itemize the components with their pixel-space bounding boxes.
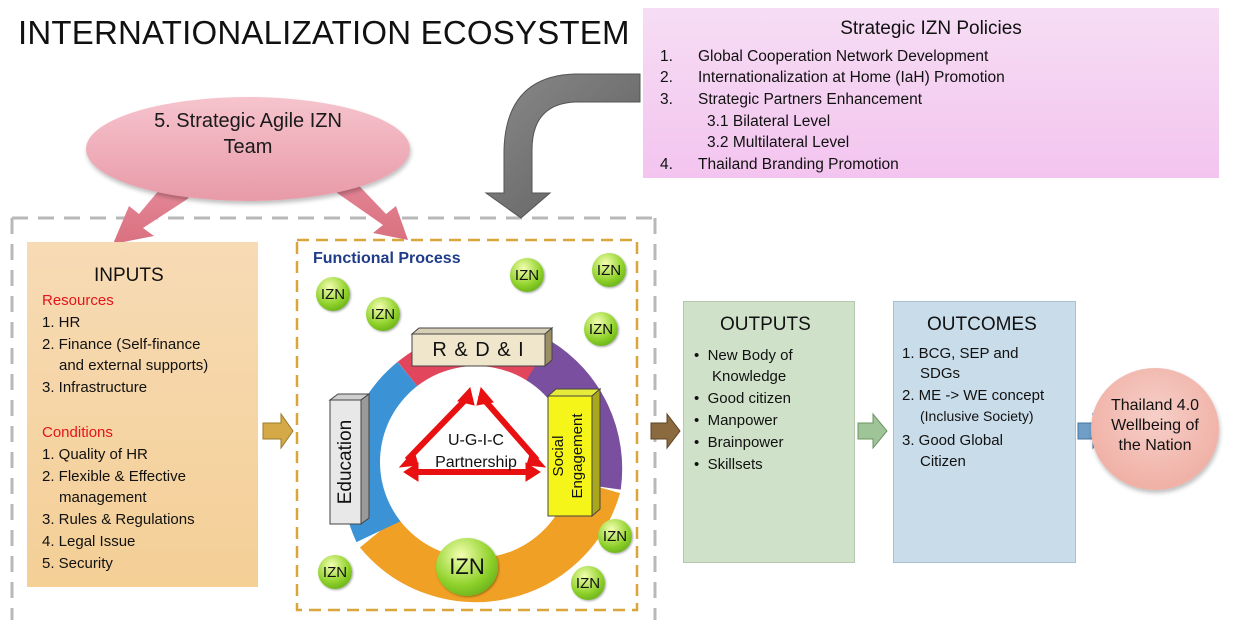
education-label: Education <box>335 419 356 505</box>
policy-subitem: 3.1 Bilateral Level <box>707 113 831 130</box>
outcome-item: (Inclusive Society) <box>920 408 1034 424</box>
output-item: • New Body of <box>694 347 793 364</box>
functional-process-frame <box>295 238 639 612</box>
outcome-item: SDGs <box>920 365 961 382</box>
team-to-inputs-arrow <box>113 183 189 244</box>
condition-item: 4. Legal Issue <box>42 533 136 550</box>
izn-bubble: IZN <box>510 258 544 292</box>
policies-to-process-arrow <box>484 73 641 219</box>
nation-label-line: Wellbeing of <box>1111 417 1199 434</box>
izn-bubble: IZN <box>571 566 605 600</box>
resource-item: and external supports) <box>59 357 209 374</box>
education-box <box>328 393 371 525</box>
condition-item: management <box>59 489 147 506</box>
output-item: • Good citizen <box>694 390 791 407</box>
output-item: • Skillsets <box>694 456 763 473</box>
outcome-item: Citizen <box>920 453 966 470</box>
policy-item: 3.Strategic Partners Enhancement <box>660 91 923 108</box>
inputs-to-process-arrow <box>262 412 294 450</box>
nation-label-line: the Nation <box>1118 437 1192 454</box>
outcomes-title: OUTCOMES <box>927 314 1037 335</box>
condition-item: 3. Rules & Regulations <box>42 511 195 528</box>
strategic-team-label: 5. Strategic Agile IZN Team <box>154 110 342 158</box>
outcome-item: 1. BCG, SEP and <box>902 345 1019 362</box>
partnership-triangle <box>398 386 547 482</box>
resources-label: Resources <box>42 292 114 309</box>
policy-item: 4.Thailand Branding Promotion <box>660 156 899 173</box>
strategic-policies-box: Strategic IZN Policies 1.Global Cooperat… <box>643 8 1219 178</box>
resource-item: 3. Infrastructure <box>42 379 148 396</box>
izn-bubble: IZN <box>592 253 626 287</box>
functional-process-label: Functional Process <box>313 250 461 267</box>
rdi-box <box>410 326 554 368</box>
policy-item: 2.Internationalization at Home (IaH) Pro… <box>660 69 1005 86</box>
rdi-label: R & D & I <box>432 338 525 361</box>
process-to-outputs-arrow <box>650 412 681 450</box>
izn-bubble: IZN <box>316 277 350 311</box>
outer-dashed-frame <box>10 216 657 620</box>
social-engagement-box <box>546 387 602 518</box>
resource-item: 2. Finance (Self-finance <box>42 336 201 353</box>
izn-center-bubble: IZN <box>436 538 498 596</box>
condition-item: 1. Quality of HR <box>42 446 148 463</box>
partnership-label: U-G-I-C Partnership <box>435 432 517 471</box>
strategic-team-ellipse <box>86 97 410 201</box>
outputs-title: OUTPUTS <box>720 314 811 335</box>
output-item: • Brainpower <box>694 434 784 451</box>
izn-bubble: IZN <box>366 297 400 331</box>
output-item: • Manpower <box>694 412 778 429</box>
inputs-box: INPUTS Resources 1. HR 2. Finance (Self-… <box>27 242 258 587</box>
social-engagement-label: Social Engagement <box>550 413 586 499</box>
policy-subitem: 3.2 Multilateral Level <box>707 134 850 151</box>
izn-bubble: IZN <box>598 519 632 553</box>
izn-bubble: IZN <box>584 312 618 346</box>
outcomes-box: OUTCOMES 1. BCG, SEP and SDGs 2. ME -> W… <box>893 301 1076 563</box>
outputs-to-outcomes-arrow <box>857 412 888 450</box>
outcome-item: 3. Good Global <box>902 432 1003 449</box>
page-title: INTERNATIONALIZATION ECOSYSTEM <box>18 14 630 51</box>
condition-item: 5. Security <box>42 555 113 572</box>
policies-title: Strategic IZN Policies <box>840 18 1022 39</box>
conditions-label: Conditions <box>42 424 113 441</box>
condition-item: 2. Flexible & Effective <box>42 468 186 485</box>
outputs-box: OUTPUTS • New Body of Knowledge • Good c… <box>683 301 855 563</box>
inputs-title: INPUTS <box>94 265 164 286</box>
resource-item: 1. HR <box>42 314 81 331</box>
izn-bubble: IZN <box>318 555 352 589</box>
ring-inner <box>380 366 572 558</box>
output-item: Knowledge <box>712 368 787 385</box>
nation-circle <box>1091 368 1219 490</box>
nation-label-line: Thailand 4.0 <box>1110 397 1200 414</box>
outcome-item: 2. ME -> WE concept <box>902 387 1045 404</box>
policy-item: 1.Global Cooperation Network Development <box>660 48 989 65</box>
